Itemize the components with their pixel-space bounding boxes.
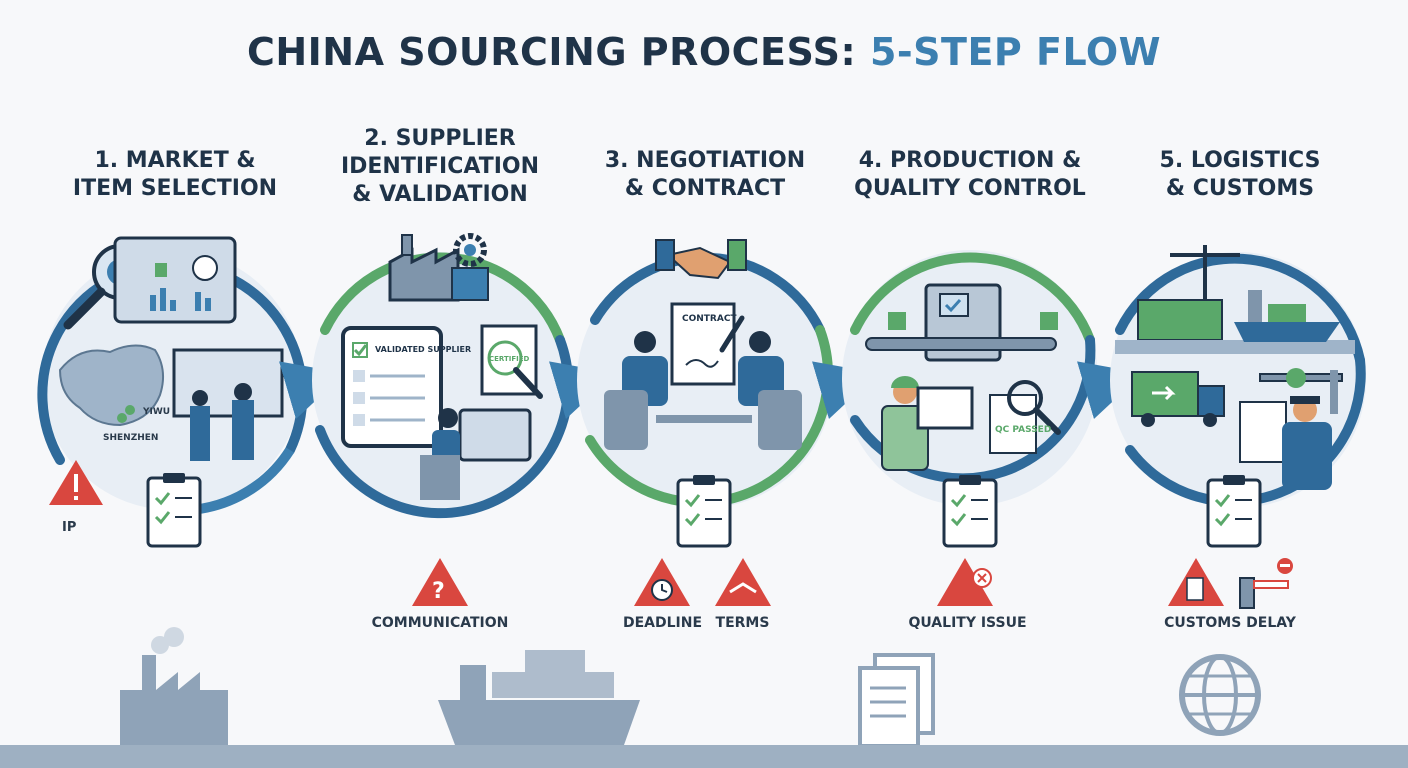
footer-globe-icon [1179,654,1261,736]
ip-warning-icon [49,460,103,505]
deadline-warning-icon [634,558,690,606]
step-4-checklist-icon [942,475,998,548]
footer-ship-icon [438,650,640,745]
production-line-icon [865,283,1058,362]
svg-text:?: ? [432,579,445,604]
person-at-computer-icon [420,408,532,500]
quality-issue-warning-icon [937,558,993,606]
factory-icon [388,234,489,302]
risk-quality-issue-label: QUALITY ISSUE [908,615,1027,631]
map-city-yiwu: YIWU [142,407,170,417]
handshake-icon [655,239,747,280]
container-port-icon [1115,299,1355,354]
risk-customs-delay-label: CUSTOMS DELAY [1164,615,1296,631]
customs-officer-icon [1239,396,1332,490]
truck-icon [1131,371,1225,427]
gear-icon [453,233,487,267]
step-1-checklist-icon [146,473,202,548]
validated-supplier-label: VALIDATED SUPPLIER [375,345,471,354]
step-2-title: 2. SUPPLIER IDENTIFICATION & VALIDATION [340,126,540,207]
terms-warning-icon [715,558,771,606]
certified-document-icon [480,324,543,399]
communication-warning-icon: ? [412,558,468,606]
footer-documents-icon [858,653,935,748]
crane-icon [1170,245,1240,300]
step-5-title: 5. LOGISTICS & CUSTOMS [1159,148,1321,201]
validated-supplier-text: VALIDATED SUPPLIER [375,345,471,354]
validated-tablet-icon [341,326,443,448]
step-3-checklist-icon [676,475,732,548]
negotiation-meeting-icon [604,331,802,450]
tablet-analytics-icon [113,236,237,324]
step-4-title: 4. PRODUCTION & QUALITY CONTROL [854,148,1086,201]
step-1-title: 1. MARKET & ITEM SELECTION [72,148,278,201]
barrier-gate-icon [1239,558,1293,609]
customs-gate-icon [1259,368,1343,414]
page-title: CHINA SOURCING PROCESS: 5-STEP FLOW [0,30,1408,74]
contract-label: CONTRACT [682,314,737,324]
step-5-checklist-icon [1206,475,1262,548]
footer-factory-icon [120,627,228,745]
map-city-shenzhen: SHENZHEN [103,433,158,443]
contract-document-icon [670,302,745,386]
title-accent: 5-STEP FLOW [869,30,1162,74]
risk-ip-label: IP [62,520,76,535]
risk-deadline-label: DEADLINE [622,615,703,631]
china-map-icon [58,344,165,427]
footer-ground-band [0,745,1408,768]
risk-terms-label: TERMS [715,615,770,631]
customs-delay-warning-icon [1168,558,1224,606]
risk-communication-label: COMMUNICATION [371,615,509,631]
step-3-title: 3. NEGOTIATION & CONTRACT [604,148,806,201]
certified-stamp-label: CERTIFIED [489,355,530,363]
qc-inspector-icon [881,376,974,471]
qc-passed-icon [989,380,1061,454]
title-main: CHINA SOURCING PROCESS: [246,30,870,74]
cargo-ship-icon [1234,290,1340,342]
qc-passed-label: QC PASSED [995,425,1051,435]
